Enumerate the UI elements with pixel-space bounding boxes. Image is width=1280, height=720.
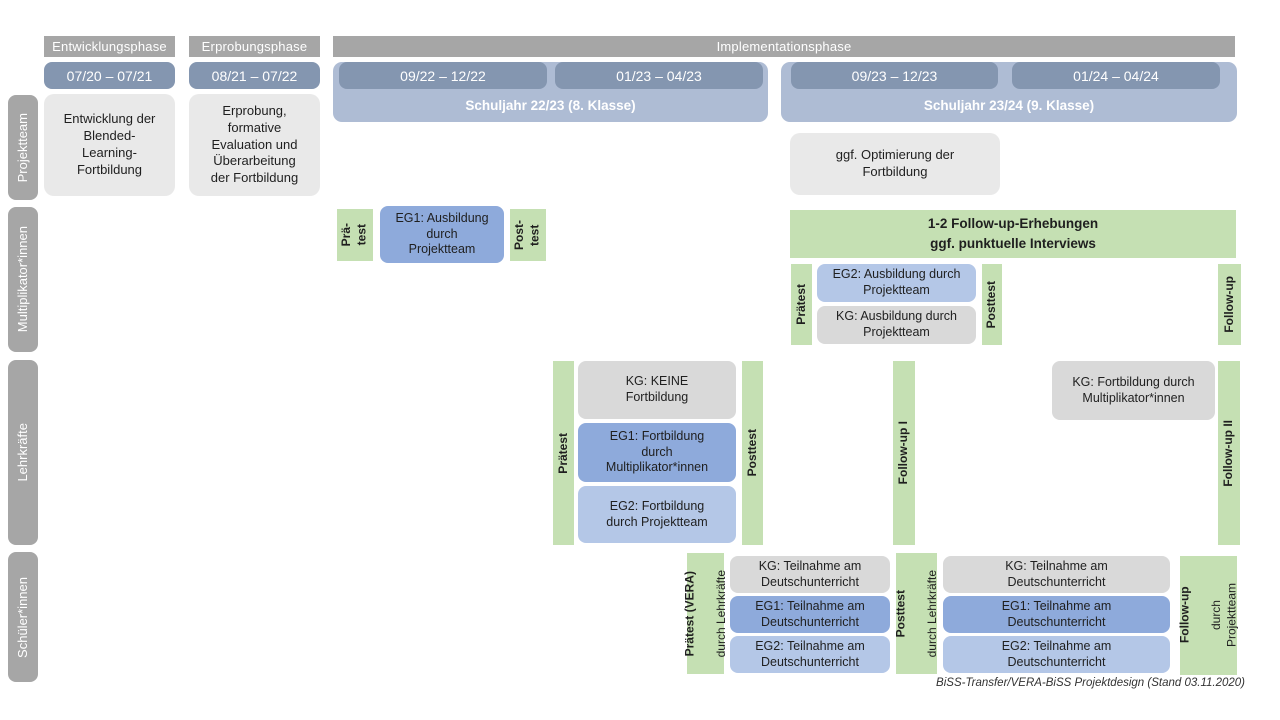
caption: BiSS-Transfer/VERA-BiSS Projektdesign (S…	[936, 677, 1245, 689]
tag-praetest-multiplikatoren-text: Prä- test	[339, 223, 369, 247]
tag-followup-projektteam-rest: durch Projektteam	[1208, 583, 1239, 648]
tag-followup-2: Follow-up II	[1218, 361, 1240, 545]
row-label-multiplikatoren: Multiplikator*innen	[8, 207, 38, 352]
box-kg-keine-fortbildung: KG: KEINE Fortbildung	[578, 361, 736, 419]
tag-posttest-schueler-bold: Posttest	[893, 589, 908, 638]
date-bar-0923-1223: 09/23 – 12/23	[791, 62, 998, 89]
tag-posttest-schueler: Posttest durch Lehrkräfte	[893, 553, 939, 674]
tag-praetest-vera: Prätest (VERA) durch Lehrkräfte	[682, 553, 727, 674]
date-bar-0123-0423: 01/23 – 04/23	[555, 62, 763, 89]
row-label-lehrkraefte: Lehrkräfte	[8, 360, 38, 545]
tag-followup-projektteam-bold: Follow-up	[1177, 587, 1192, 644]
row-label-projektteam: Projektteam	[8, 95, 38, 200]
box-eg1-teilnahme-1: EG1: Teilnahme am Deutschunterricht	[730, 596, 890, 633]
tag-posttest-mult-2: Posttest	[982, 264, 1002, 345]
tag-posttest-lehrkraefte: Posttest	[742, 361, 763, 545]
tag-followup-multiplikatoren-text: Follow-up	[1221, 276, 1236, 333]
box-kg-fortbildung-multiplikatoren: KG: Fortbildung durch Multiplikator*inne…	[1052, 361, 1215, 420]
tag-praetest-vera-rest: durch Lehrkräfte	[713, 569, 728, 658]
date-bar-0720-0721: 07/20 – 07/21	[44, 62, 175, 89]
row-label-lehrkraefte-text: Lehrkräfte	[14, 423, 30, 482]
tag-praetest-multiplikatoren: Prä- test	[337, 209, 373, 261]
tag-followup-2-text: Follow-up II	[1221, 419, 1236, 487]
tag-praetest-lehrkraefte: Prätest	[553, 361, 574, 545]
tag-praetest-mult-2-text: Prätest	[793, 284, 808, 325]
tag-followup-projektteam: Follow-up durch Projektteam	[1177, 556, 1239, 675]
tag-posttest-lehrkraefte-text: Posttest	[744, 429, 759, 477]
date-bar-0124-0424: 01/24 – 04/24	[1012, 62, 1220, 89]
row-label-schueler: Schüler*innen	[8, 552, 38, 682]
tag-praetest-mult-2: Prätest	[791, 264, 812, 345]
phase-header-entwicklung: Entwicklungsphase	[44, 36, 175, 57]
box-eg2-fortbildung: EG2: Fortbildung durch Projektteam	[578, 486, 736, 543]
tag-praetest-lehrkraefte-text: Prätest	[555, 432, 570, 474]
phase-header-erprobung: Erprobungsphase	[189, 36, 320, 57]
tag-praetest-vera-bold: Prätest (VERA)	[682, 570, 697, 657]
box-eg1-teilnahme-2: EG1: Teilnahme am Deutschunterricht	[943, 596, 1170, 633]
date-bar-0821-0722: 08/21 – 07/22	[189, 62, 320, 89]
date-bar-0922-1222: 09/22 – 12/22	[339, 62, 547, 89]
phase-header-implementation: Implementationsphase	[333, 36, 1235, 57]
tag-posttest-mult-2-text: Posttest	[984, 280, 999, 329]
box-eg2-teilnahme-2: EG2: Teilnahme am Deutschunterricht	[943, 636, 1170, 673]
box-kg-ausbildung: KG: Ausbildung durch Projektteam	[817, 306, 976, 344]
box-optimierung-fortbildung: ggf. Optimierung der Fortbildung	[790, 133, 1000, 195]
tag-followup-1: Follow-up I	[893, 361, 915, 545]
tag-followup-1-text: Follow-up I	[896, 421, 911, 485]
tag-followup-multiplikatoren: Follow-up	[1218, 264, 1241, 345]
tag-posttest-multiplikatoren-text: Post- test	[512, 220, 542, 250]
tag-posttest-multiplikatoren: Post- test	[510, 209, 546, 261]
box-entwicklung-fortbildung: Entwicklung der Blended- Learning- Fortb…	[44, 94, 175, 196]
box-followup-erhebungen: 1-2 Follow-up-Erhebungen ggf. punktuelle…	[790, 210, 1236, 258]
box-erprobung-evaluation: Erprobung, formative Evaluation und Über…	[189, 94, 320, 196]
box-eg2-teilnahme-1: EG2: Teilnahme am Deutschunterricht	[730, 636, 890, 673]
box-eg2-ausbildung: EG2: Ausbildung durch Projektteam	[817, 264, 976, 302]
box-kg-teilnahme-2: KG: Teilnahme am Deutschunterricht	[943, 556, 1170, 593]
box-eg1-fortbildung: EG1: Fortbildung durch Multiplikator*inn…	[578, 423, 736, 482]
row-label-schueler-text: Schüler*innen	[14, 576, 30, 658]
row-label-projektteam-text: Projektteam	[14, 112, 30, 183]
box-eg1-ausbildung: EG1: Ausbildung durch Projektteam	[380, 206, 504, 263]
row-label-multiplikatoren-text: Multiplikator*innen	[14, 226, 30, 333]
tag-posttest-schueler-rest: durch Lehrkräfte	[924, 569, 939, 658]
box-kg-teilnahme-1: KG: Teilnahme am Deutschunterricht	[730, 556, 890, 593]
